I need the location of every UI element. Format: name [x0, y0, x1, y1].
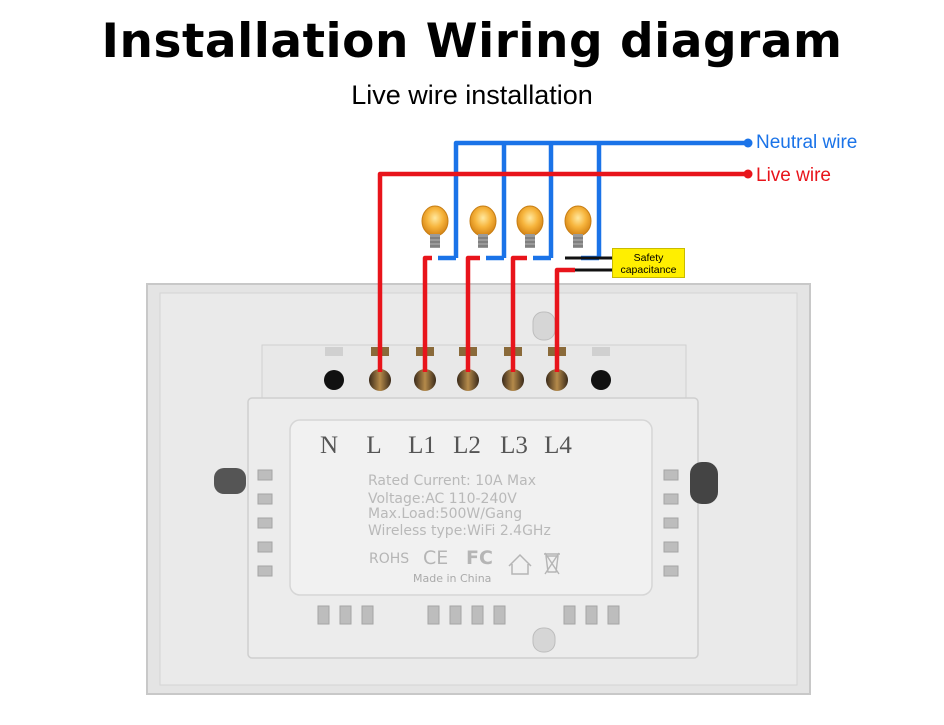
terminal-label-l1: L1 [408, 432, 436, 459]
bulb-4 [564, 205, 592, 248]
bulb-3 [516, 205, 544, 248]
safety-capacitance-label: Safety capacitance [612, 248, 685, 278]
cap-label-line1: Safety [633, 252, 664, 264]
neutral-wire-label: Neutral wire [756, 132, 858, 153]
terminal-label-l3: L3 [500, 432, 528, 459]
fc-mark: FC [466, 547, 493, 569]
ce-mark: CE [423, 547, 449, 569]
terminal-label-l: L [366, 432, 382, 459]
spec-wireless: Wireless type:WiFi 2.4GHz [368, 523, 551, 539]
bulb-1 [421, 205, 449, 248]
rohs-mark: ROHS [369, 551, 410, 567]
home-icon [508, 553, 532, 575]
terminal-label-l4: L4 [544, 432, 572, 459]
live-wire-label: Live wire [756, 165, 831, 186]
spec-rated-current: Rated Current: 10A Max [368, 473, 536, 489]
diagram-subtitle: Live wire installation [351, 80, 593, 110]
vent-slots [257, 469, 679, 625]
live-wire [377, 171, 748, 372]
mount-hole-right [690, 462, 718, 504]
terminal-label-n: N [319, 432, 339, 459]
made-in-china: Made in China [413, 572, 492, 585]
weee-bin-icon [544, 552, 560, 575]
neutral-wire [438, 140, 748, 261]
terminal-label-l2: L2 [453, 432, 481, 459]
bulb-2 [469, 205, 497, 248]
capacitor-leads [565, 256, 612, 272]
spec-voltage: Voltage:AC 110-240V [368, 491, 517, 507]
mount-hole-left [214, 468, 246, 494]
cap-label-line2: capacitance [620, 264, 677, 276]
switch-back-panel [146, 283, 811, 695]
neutral-wire-end [743, 138, 753, 148]
live-wire-end [743, 169, 753, 179]
diagram-title: Installation Wiring diagram [101, 14, 843, 69]
spec-max-load: Max.Load:500W/Gang [368, 506, 523, 522]
